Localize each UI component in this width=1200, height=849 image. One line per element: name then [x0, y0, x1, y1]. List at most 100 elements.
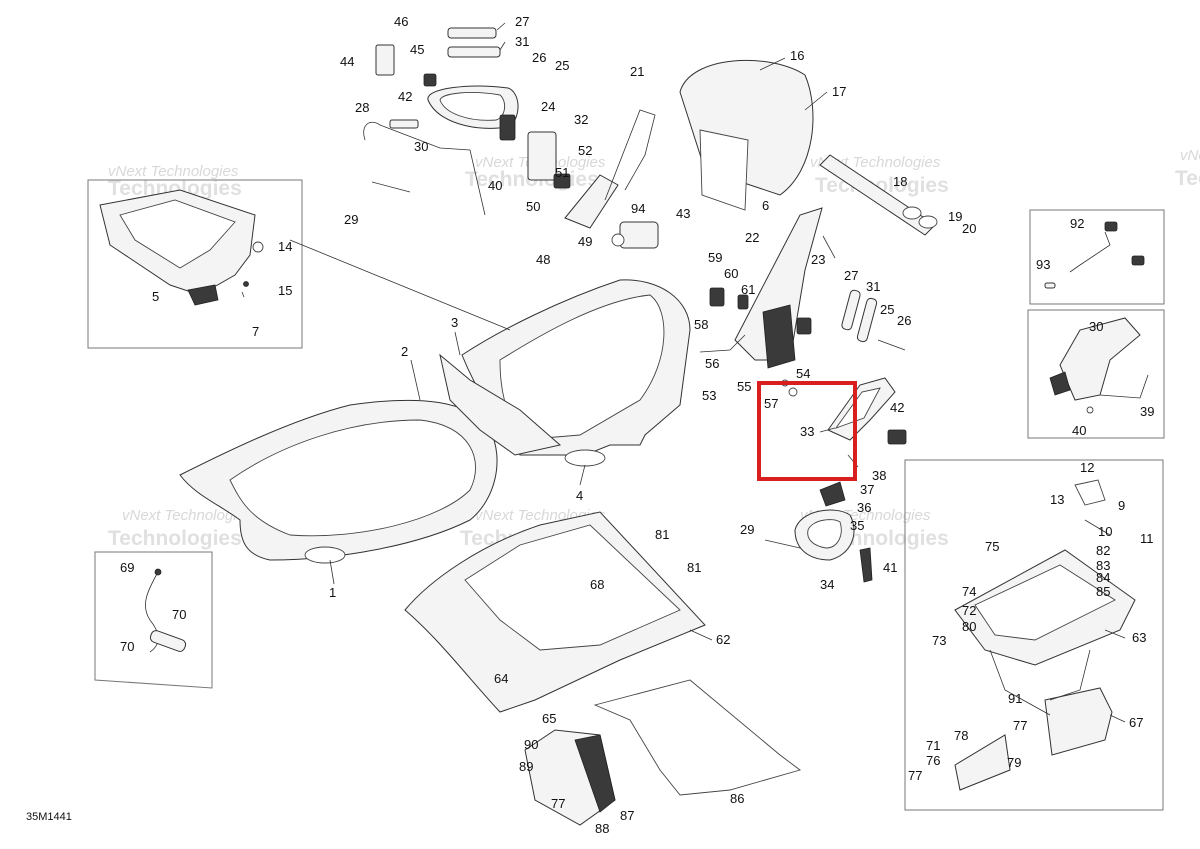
callout-64: 64: [494, 671, 508, 686]
callout-42: 42: [398, 89, 412, 104]
callout-31: 31: [515, 34, 529, 49]
watermark-text: vNext Technologies: [108, 163, 239, 180]
callout-36: 36: [857, 500, 871, 515]
callout-84: 84: [1096, 570, 1110, 585]
callout-44: 44: [340, 54, 354, 69]
callout-45: 45: [410, 42, 424, 57]
callout-77: 77: [1013, 718, 1027, 733]
seat-base-part: [99, 189, 264, 306]
diagram-code: 35M1441: [26, 811, 72, 823]
wiring-harness: [1044, 221, 1145, 289]
callout-13: 13: [1050, 492, 1064, 507]
callout-70: 70: [120, 639, 134, 654]
callout-42: 42: [890, 400, 904, 415]
callout-32: 32: [574, 112, 588, 127]
callout-73: 73: [932, 633, 946, 648]
callout-2: 2: [401, 344, 408, 359]
callout-48: 48: [536, 252, 550, 267]
callout-27: 27: [515, 14, 529, 29]
callout-3: 3: [451, 315, 458, 330]
callout-72: 72: [962, 603, 976, 618]
callout-9: 9: [1118, 498, 1125, 513]
callout-54: 54: [796, 366, 810, 381]
callout-49: 49: [578, 234, 592, 249]
callout-55: 55: [737, 379, 751, 394]
callout-59: 59: [708, 250, 722, 265]
callout-33: 33: [800, 424, 814, 439]
callout-71: 71: [926, 738, 940, 753]
backrest-pad: [679, 59, 938, 236]
callout-16: 16: [790, 48, 804, 63]
detail-box-tether: [94, 551, 213, 689]
callout-30: 30: [414, 139, 428, 154]
callout-20: 20: [962, 221, 976, 236]
callout-52: 52: [578, 143, 592, 158]
watermark-text: Technologies: [108, 527, 242, 550]
storage-bin: [404, 511, 801, 826]
callout-93: 93: [1036, 257, 1050, 272]
watermark-text: Technologies: [1175, 167, 1200, 190]
callout-75: 75: [985, 539, 999, 554]
callout-62: 62: [716, 632, 730, 647]
callout-29: 29: [344, 212, 358, 227]
callout-70: 70: [172, 607, 186, 622]
callout-87: 87: [620, 808, 634, 823]
callout-7: 7: [252, 324, 259, 339]
callout-78: 78: [954, 728, 968, 743]
callout-58: 58: [694, 317, 708, 332]
callout-40: 40: [488, 178, 502, 193]
callout-29: 29: [740, 522, 754, 537]
callout-82: 82: [1096, 543, 1110, 558]
callout-56: 56: [705, 356, 719, 371]
callout-25: 25: [555, 58, 569, 73]
callout-22: 22: [745, 230, 759, 245]
rack-detail: [954, 479, 1136, 791]
callout-53: 53: [702, 388, 716, 403]
callout-65: 65: [542, 711, 556, 726]
callout-46: 46: [394, 14, 408, 29]
callout-60: 60: [724, 266, 738, 281]
callout-79: 79: [1007, 755, 1021, 770]
callout-19: 19: [948, 209, 962, 224]
detail-box-backrest-frame: [1027, 309, 1165, 439]
watermark-text: vNext Technologies: [122, 507, 253, 524]
detail-boxes: [87, 179, 1165, 811]
seat-lever-parts: [781, 377, 907, 468]
callout-15: 15: [278, 283, 292, 298]
callout-76: 76: [926, 753, 940, 768]
callout-83: 83: [1096, 558, 1110, 573]
callout-11: 11: [1140, 531, 1154, 546]
callout-27: 27: [844, 268, 858, 283]
callout-4: 4: [576, 488, 583, 503]
callout-61: 61: [741, 282, 755, 297]
callout-43: 43: [676, 206, 690, 221]
callout-6: 6: [762, 198, 769, 213]
detail-box-harness: [1029, 209, 1165, 305]
callout-69: 69: [120, 560, 134, 575]
callout-94: 94: [631, 201, 645, 216]
detail-box-rack: [904, 459, 1164, 811]
backrest-small-parts: [363, 27, 659, 249]
callout-37: 37: [860, 482, 874, 497]
callout-51: 51: [555, 165, 569, 180]
highlight-box: [757, 381, 857, 481]
callout-40: 40: [1072, 423, 1086, 438]
callout-25: 25: [880, 302, 894, 317]
callout-38: 38: [872, 468, 886, 483]
callout-14: 14: [278, 239, 292, 254]
callout-24: 24: [541, 99, 555, 114]
watermark-text: vNext Technologies: [1180, 147, 1200, 164]
seat-cushions: [179, 279, 691, 564]
callout-35: 35: [850, 518, 864, 533]
callout-86: 86: [730, 791, 744, 806]
callout-26: 26: [532, 50, 546, 65]
callout-68: 68: [590, 577, 604, 592]
callout-23: 23: [811, 252, 825, 267]
callout-81: 81: [655, 527, 669, 542]
callout-63: 63: [1132, 630, 1146, 645]
callout-39: 39: [1140, 404, 1154, 419]
callout-17: 17: [832, 84, 846, 99]
seat-latch-parts: [764, 481, 873, 583]
callout-41: 41: [883, 560, 897, 575]
